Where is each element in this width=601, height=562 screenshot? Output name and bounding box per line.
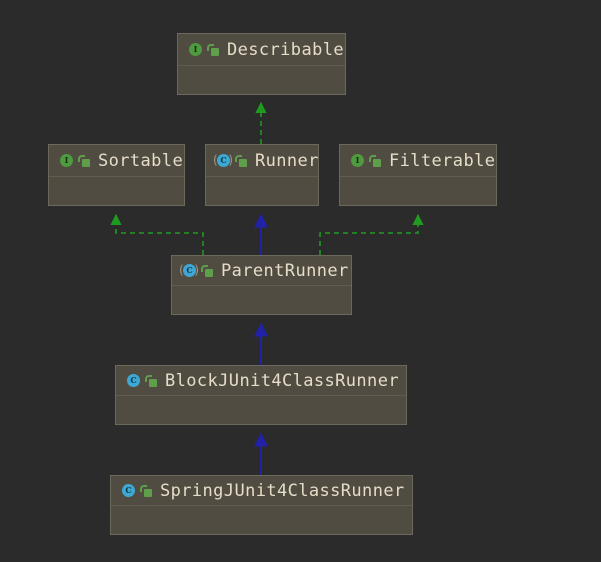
class-icon: C — [125, 373, 141, 389]
public-unlocked-padlock-icon — [78, 154, 90, 168]
uml-node-name: Sortable — [98, 150, 184, 171]
uml-node-header: I Filterable — [340, 145, 496, 177]
uml-node-filterable[interactable]: I Filterable — [339, 144, 497, 206]
uml-node-members — [116, 396, 406, 424]
public-unlocked-padlock-icon — [145, 374, 157, 388]
abstract-class-icon: ( C ) — [213, 152, 233, 167]
public-unlocked-padlock-icon — [201, 264, 213, 278]
uml-node-name: Describable — [227, 39, 344, 60]
uml-node-blockjunit4classrunner[interactable]: C BlockJUnit4ClassRunner — [115, 365, 407, 425]
public-unlocked-padlock-icon — [207, 43, 219, 57]
icon-stack: ( C ) — [179, 262, 213, 279]
icon-stack: I — [58, 153, 90, 169]
uml-node-header: ( C ) ParentRunner — [172, 256, 351, 286]
interface-icon: I — [349, 153, 365, 169]
uml-node-springjunit4classrunner[interactable]: C SpringJUnit4ClassRunner — [110, 475, 413, 535]
interface-icon: I — [58, 153, 74, 169]
uml-node-members — [206, 177, 318, 205]
edge-parentrunner-implements-sortable — [110, 213, 204, 255]
uml-node-sortable[interactable]: I Sortable — [48, 144, 185, 206]
uml-node-members — [172, 286, 351, 314]
uml-node-members — [340, 177, 496, 205]
uml-node-name: Runner — [255, 150, 319, 171]
abstract-class-icon: ( C ) — [179, 262, 199, 277]
uml-node-name: Filterable — [389, 150, 496, 171]
uml-node-header: I Sortable — [49, 145, 184, 177]
uml-node-header: C SpringJUnit4ClassRunner — [111, 476, 412, 506]
public-unlocked-padlock-icon — [140, 484, 152, 498]
public-unlocked-padlock-icon — [369, 154, 381, 168]
icon-stack: C — [125, 373, 157, 389]
uml-node-name: ParentRunner — [221, 260, 349, 281]
uml-node-name: BlockJUnit4ClassRunner — [165, 370, 399, 391]
public-unlocked-padlock-icon — [235, 154, 247, 168]
edge-parentrunner-implements-filterable — [319, 213, 424, 255]
icon-stack: I — [187, 42, 219, 58]
icon-stack: I — [349, 153, 381, 169]
class-icon: C — [120, 483, 136, 499]
uml-node-header: C BlockJUnit4ClassRunner — [116, 366, 406, 396]
uml-node-members — [111, 506, 412, 534]
uml-node-members — [49, 177, 184, 205]
uml-node-describable[interactable]: I Describable — [177, 33, 346, 95]
uml-node-header: I Describable — [178, 34, 345, 66]
uml-node-parentrunner[interactable]: ( C ) ParentRunner — [171, 255, 352, 315]
icon-stack: ( C ) — [213, 152, 247, 169]
uml-node-header: ( C ) Runner — [206, 145, 318, 177]
uml-node-name: SpringJUnit4ClassRunner — [160, 480, 405, 501]
icon-stack: C — [120, 483, 152, 499]
uml-node-runner[interactable]: ( C ) Runner — [205, 144, 319, 206]
interface-icon: I — [187, 42, 203, 58]
uml-node-members — [178, 66, 345, 94]
